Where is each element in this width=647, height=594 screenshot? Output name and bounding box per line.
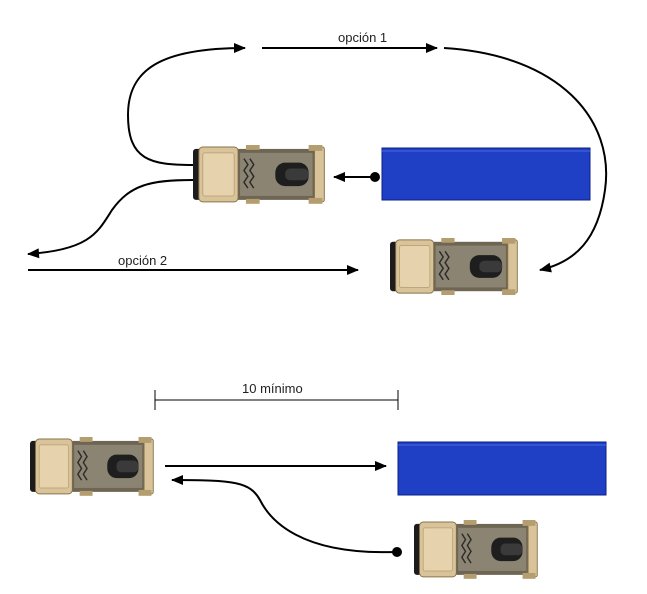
trailer-icon xyxy=(397,441,607,496)
option1-label: opción 1 xyxy=(338,30,387,45)
truck-icon xyxy=(192,144,326,205)
option2-label: opción 2 xyxy=(118,253,167,268)
option1-return-path xyxy=(443,47,608,273)
truck-icon xyxy=(29,436,155,497)
start-point-icon xyxy=(392,547,402,557)
start-point-icon xyxy=(370,172,380,182)
truck-icon xyxy=(389,237,519,296)
option2-path xyxy=(27,179,194,259)
min-distance-label: 10 mínimo xyxy=(242,381,303,396)
option1-path xyxy=(126,43,246,166)
return-path xyxy=(171,475,396,554)
truck-icon xyxy=(413,519,539,580)
trailer-icon xyxy=(381,147,591,201)
dimension-line xyxy=(154,390,399,410)
